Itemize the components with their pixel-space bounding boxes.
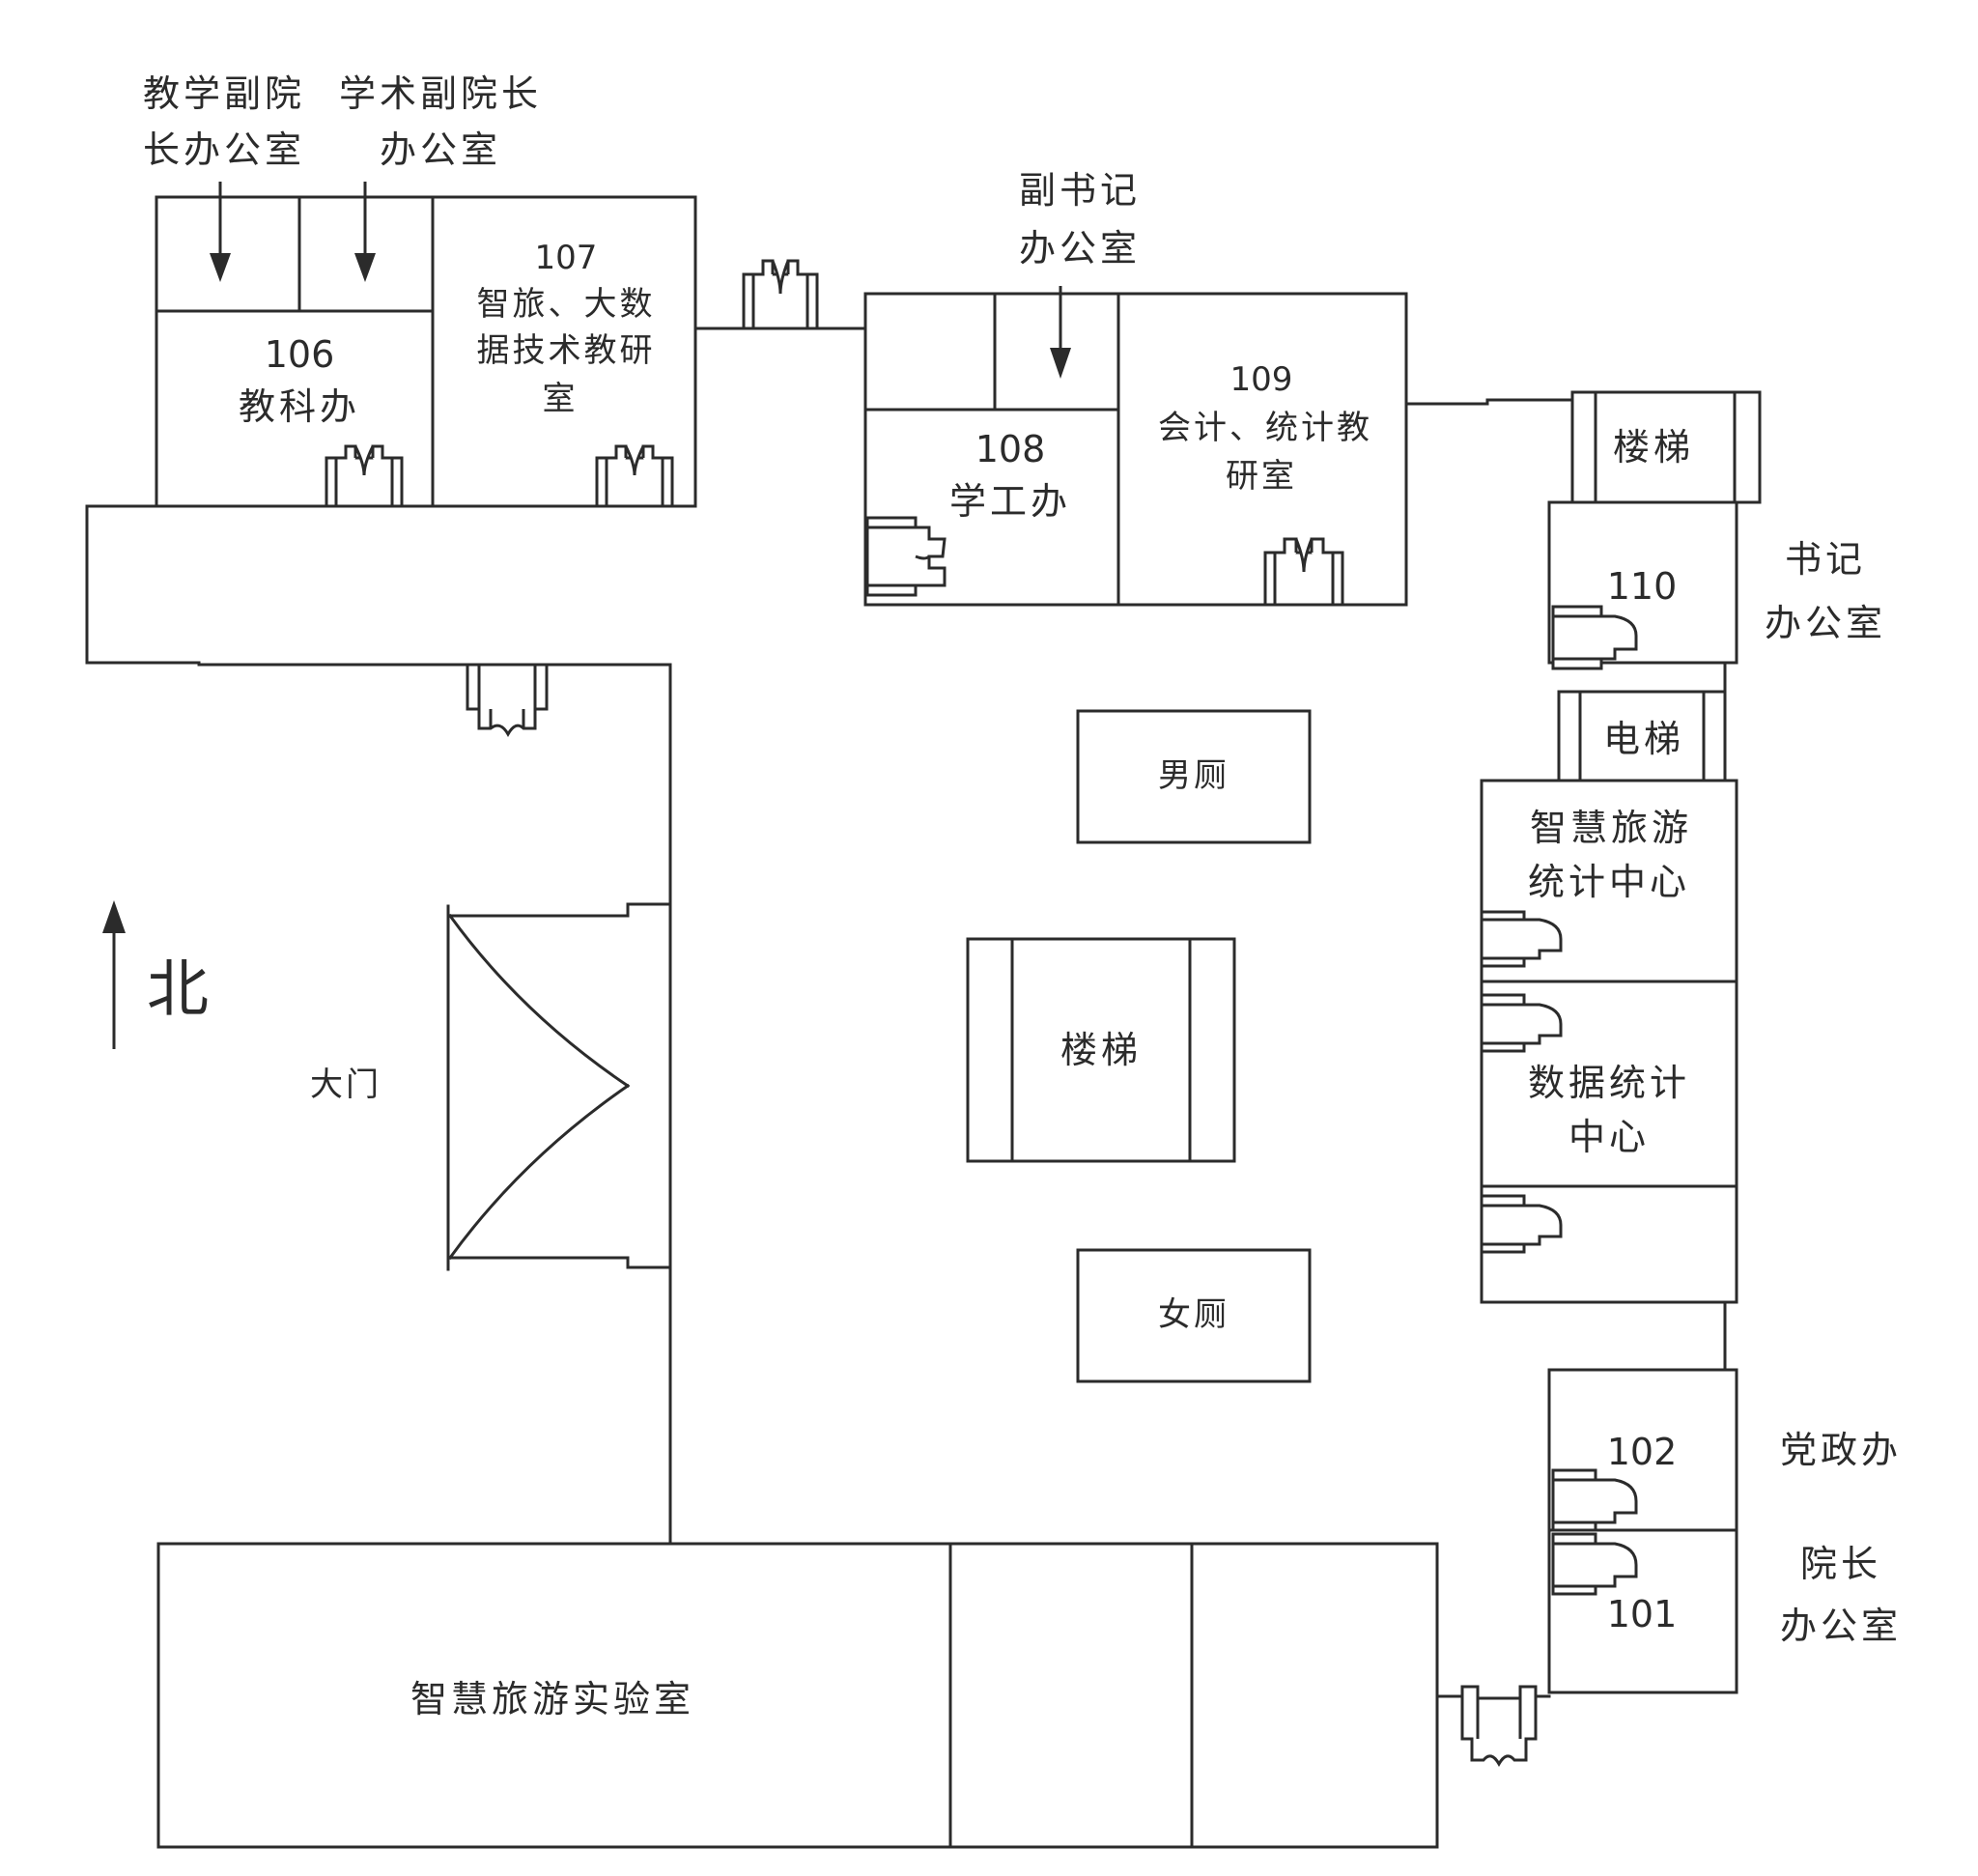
stairs-center-label: 楼梯 [1060,1029,1142,1071]
mens-restroom [1076,709,1312,844]
elevator-label: 电梯 [1603,718,1684,760]
callout-academic-vp-line1: 学术副院长 [339,72,542,115]
door-109[interactable] [1263,537,1344,607]
callout-secretary-line2: 办公室 [1765,602,1886,644]
door-east-lower[interactable] [1480,1194,1563,1254]
room-108-number: 108 [975,428,1046,470]
data-stats-center-line2: 中心 [1568,1116,1650,1158]
room-102-number: 102 [1607,1431,1678,1473]
room-110-number: 110 [1607,565,1678,608]
room-106-number: 106 [265,333,335,376]
door-south-east[interactable] [1460,1685,1538,1768]
door-north-corridor[interactable] [742,259,819,330]
room-109-number: 109 [1230,360,1293,399]
callout-arrow-teaching-vp [210,182,231,282]
north-arrow-icon [102,900,126,1049]
tourism-lab-block [156,1542,1551,1849]
callout-arrow-academic-vp [354,182,376,282]
main-gate-label: 大门 [310,1066,381,1104]
block-108-109 [863,292,1408,607]
stairs-center [966,937,1236,1163]
door-107[interactable] [595,444,674,508]
door-110[interactable] [1551,605,1638,670]
door-tourism-stats-center[interactable] [1480,910,1563,968]
room-107-number: 107 [535,239,598,277]
callout-dean-line2: 办公室 [1780,1605,1902,1647]
tourism-stats-center-line1: 智慧旅游 [1530,807,1692,849]
room-108-name: 学工办 [949,480,1071,523]
door-102[interactable] [1551,1468,1638,1532]
tourism-lab-label: 智慧旅游实验室 [410,1678,694,1720]
room-110 [1547,500,1738,665]
room-106-name: 教科办 [239,385,360,428]
room-107-name-line3: 室 [543,380,579,418]
tourism-stats-center-line2: 统计中心 [1528,861,1690,903]
womens-restroom-label: 女厕 [1158,1295,1229,1334]
room-107-name-line2: 据技术教研 [477,331,656,370]
room-109-name-line2: 研室 [1226,457,1297,496]
west-wing-walls [85,504,672,1546]
door-106[interactable] [325,444,404,508]
callout-secretary-line1: 书记 [1785,538,1866,581]
main-gate[interactable] [446,891,672,1281]
room-109-name-line1: 会计、统计教 [1158,409,1372,447]
callout-teaching-vp-line2: 长办公室 [143,128,305,171]
data-stats-center-line1: 数据统计 [1528,1062,1690,1104]
callout-teaching-vp-line1: 教学副院 [143,72,305,115]
womens-restroom [1076,1248,1312,1383]
door-data-stats-center[interactable] [1480,993,1563,1053]
callout-arrow-deputy-secretary [1050,286,1071,379]
block-106-107 [155,195,697,508]
mens-restroom-label: 男厕 [1158,756,1229,795]
callout-party-admin: 党政办 [1780,1429,1902,1471]
stairs-east-label: 楼梯 [1613,426,1694,469]
callout-academic-vp-line2: 办公室 [380,128,501,171]
door-101[interactable] [1551,1532,1638,1596]
room-107-name-line1: 智旅、大数 [477,285,656,324]
callout-deputy-secretary-line2: 办公室 [1019,227,1141,270]
room-101-number: 101 [1607,1593,1678,1635]
corridor-link-east [1404,398,1574,406]
door-west-corridor[interactable] [466,663,549,738]
door-108[interactable] [865,516,947,597]
callout-deputy-secretary-line1: 副书记 [1019,169,1141,212]
callout-dean-line1: 院长 [1800,1543,1881,1585]
north-label: 北 [147,954,209,1026]
